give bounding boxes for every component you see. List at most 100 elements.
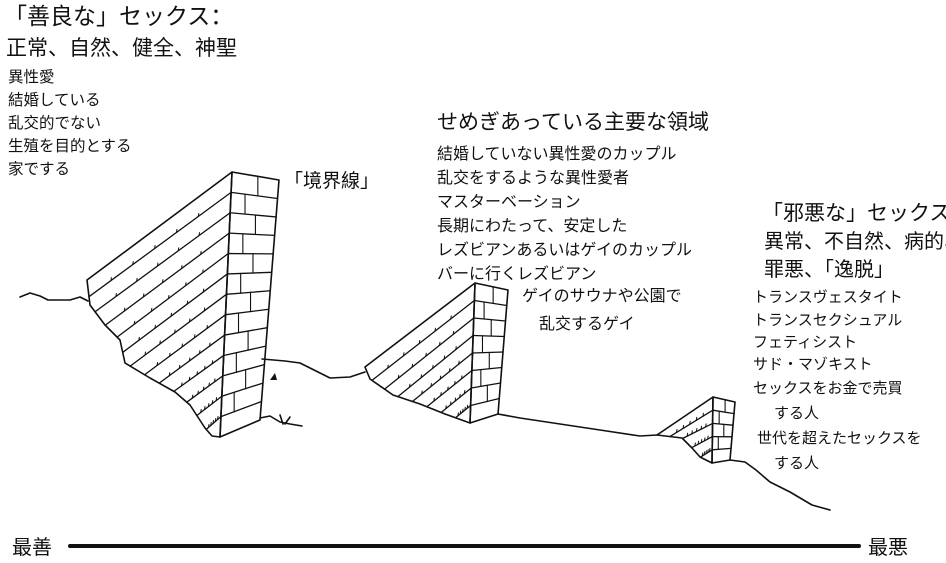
- boundary-wall-2-brick-tick: [418, 339, 421, 344]
- boundary-wall-3-brick-tick: [708, 448, 711, 453]
- boundary-wall-2-brick-tick: [452, 330, 455, 335]
- boundary-wall-3-brick-tick: [695, 416, 698, 421]
- boundary-wall-1-brick-tick: [181, 382, 183, 387]
- boundary-wall-1-brick-tick: [202, 288, 205, 293]
- boundary-wall-1-front-brick-row: [224, 308, 270, 316]
- list-item: トランスセクシュアル: [753, 311, 903, 329]
- boundary-wall-3-brick-tick: [686, 432, 689, 437]
- boundary-wall-2-side-brick-row: [411, 352, 474, 403]
- boundary-wall-1-brick-tick: [198, 232, 200, 237]
- boundary-wall-1-brick-tick: [209, 342, 211, 347]
- boundary-wall-1-side-brick-row: [104, 232, 230, 326]
- boundary-wall-1-front-brick-row: [223, 327, 268, 336]
- boundary-wall-1-side-brick-row: [94, 212, 231, 313]
- boundary-wall-1-brick-tick: [202, 386, 205, 391]
- list-item: 家でする: [8, 160, 71, 178]
- boundary-wall-1-brick-tick: [133, 320, 136, 325]
- boundary-wall-1-brick-tick: [211, 360, 214, 365]
- boundary-wall-1-brick-tick: [213, 378, 216, 383]
- list-item: 世代を超えたセックスを: [757, 429, 922, 447]
- boundary-wall-2-front-brick-row: [473, 317, 507, 322]
- boundary-wall-2-brick-tick: [463, 390, 466, 395]
- boundary-wall-1-brick-tick: [202, 269, 204, 274]
- boundary-wall-3-brick-tick: [705, 450, 707, 455]
- good-sex-title: 「善良な」セックス：: [4, 4, 234, 30]
- boundary-wall-3-brick-tick: [682, 424, 685, 429]
- boundary-wall-2-front-brick-row: [469, 397, 500, 407]
- boundary-wall-2-brick-tick: [457, 412, 459, 417]
- list-item: する人: [774, 404, 820, 422]
- list-item: ゲイのサウナや公園で: [522, 286, 682, 305]
- boundary-wall-1-side-brick-row: [116, 252, 229, 338]
- list-item: 乱交するゲイ: [539, 314, 635, 333]
- boundary-wall-1-brick-tick: [214, 418, 217, 423]
- boundary-wall-1-brick-tick: [208, 382, 210, 387]
- boundary-wall-1-front-brick-row: [228, 232, 276, 237]
- list-item: 結婚している: [8, 91, 101, 109]
- boundary-wall-2-front-brick-row: [470, 382, 502, 389]
- boundary-wall-1-side-brick-row: [129, 293, 228, 367]
- boundary-wall-2-brick-tick: [425, 352, 427, 357]
- boundary-wall-1-front-brick-row: [221, 382, 264, 397]
- boundary-wall-2-brick-tick: [454, 397, 457, 402]
- boundary-wall-1-side-face: [86, 171, 233, 438]
- terrain-left: [19, 292, 89, 302]
- bad-sex-subtitle-1: 異常、不自然、病的、: [764, 229, 946, 253]
- boundary-wall-1-front-brick-row: [230, 191, 279, 200]
- boundary-wall-3-brick-tick: [701, 452, 704, 457]
- boundary-wall-1-brick-tick: [211, 400, 214, 405]
- boundary-wall-1-side-brick-row: [122, 273, 229, 354]
- boundary-wall-1-brick-tick: [156, 362, 159, 367]
- list-item: する人: [774, 454, 820, 472]
- boundary-wall-2-brick-tick: [459, 410, 462, 415]
- list-item: 乱交的でない: [8, 114, 102, 132]
- boundary-wall-2-brick-tick: [434, 327, 436, 332]
- boundary-wall-1-brick-tick: [161, 279, 164, 284]
- boundary-wall-1-brick-tick: [198, 350, 201, 355]
- boundary-wall-1-brick-tick: [132, 261, 134, 266]
- boundary-wall-1-brick-tick: [197, 212, 200, 217]
- boundary-wall-3-front-brick-row: [712, 409, 735, 415]
- boundary-wall-1-side-brick-row: [143, 314, 227, 376]
- boundary-wall-1-brick-tick: [186, 300, 189, 305]
- boundary-wall-2-brick-tick: [402, 352, 405, 357]
- list-item: マスターベーション: [437, 192, 581, 211]
- boundary-wall-1-front-brick-row: [225, 290, 271, 295]
- scale-best-label: 最善: [12, 535, 52, 559]
- boundary-wall-2-brick-tick: [459, 393, 461, 398]
- boundary-wall-2-brick-tick: [462, 408, 464, 413]
- boundary-wall-1-brick-tick: [175, 229, 178, 234]
- boundary-wall-3-brick-tick: [691, 430, 693, 435]
- scale-line: [68, 544, 861, 548]
- boundary-wall-2-brick-tick: [439, 375, 442, 380]
- boundary-label: 「境界線」: [284, 170, 380, 192]
- boundary-wall-1-brick-tick: [212, 420, 215, 425]
- boundary-wall-1-brick-tick: [207, 403, 210, 408]
- boundary-wall-2-brick-tick: [438, 341, 441, 346]
- boundary-wall-1-brick-tick: [197, 390, 199, 395]
- boundary-wall-1-brick-tick: [169, 352, 171, 357]
- boundary-wall-2-brick-tick: [430, 383, 432, 388]
- boundary-wall-3-brick-tick: [703, 437, 706, 442]
- boundary-wall-1-brick-tick: [177, 247, 180, 252]
- boundary-wall-1-brick-tick: [150, 307, 153, 312]
- list-item: サド・マゾキスト: [753, 355, 873, 373]
- boundary-wall-2-brick-tick: [397, 374, 400, 379]
- boundary-wall-2-brick-tick: [432, 364, 434, 369]
- boundary-wall-2-brick-tick: [466, 404, 469, 409]
- boundary-wall-1-brick-tick: [142, 293, 145, 298]
- boundary-wall-2-brick-tick: [449, 401, 452, 406]
- boundary-wall-1-side-brick-row: [88, 191, 232, 298]
- list-item: 異性愛: [8, 68, 55, 86]
- terrain-slope: [497, 413, 658, 437]
- boundary-wall-1-front-face: [219, 171, 280, 438]
- boundary-wall-2-front-brick-row: [472, 334, 505, 338]
- boundary-wall-2-brick-tick: [408, 383, 411, 388]
- boundary-wall-1-brick-tick: [181, 343, 183, 348]
- list-item: レズビアンあるいはゲイのカップル: [437, 240, 693, 259]
- boundary-wall-1-brick-tick: [185, 282, 187, 287]
- boundary-wall-2-brick-tick: [420, 374, 423, 379]
- boundary-wall-3-brick-tick: [702, 412, 704, 417]
- boundary-wall-3-brick-tick: [707, 435, 709, 440]
